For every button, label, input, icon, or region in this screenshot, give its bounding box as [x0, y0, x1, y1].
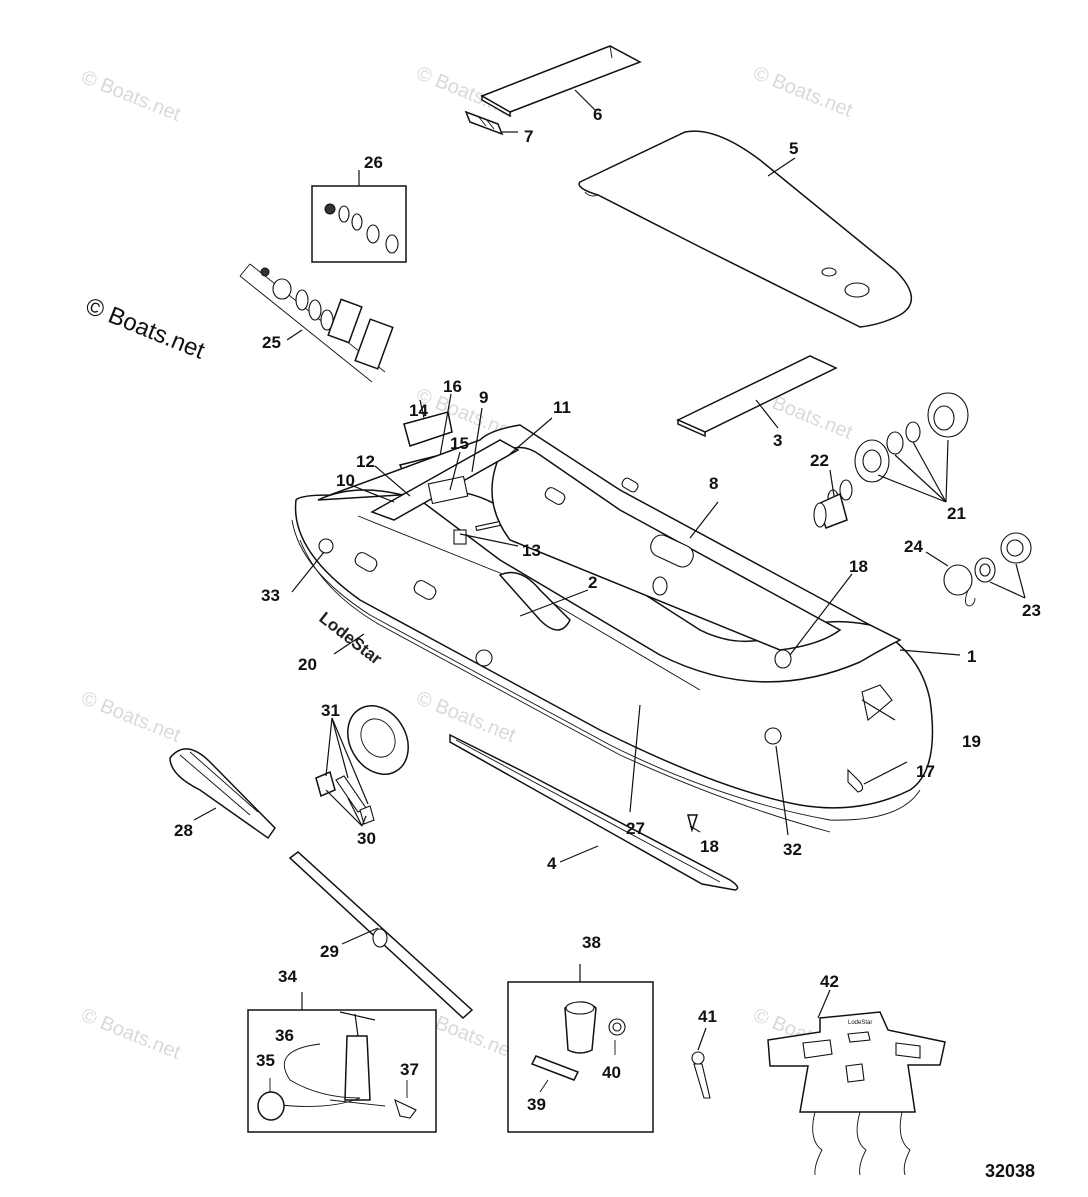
part-4-keel-strip — [449, 733, 739, 891]
callout-5: 5 — [789, 139, 798, 158]
part-29-oar-shaft — [288, 851, 474, 1020]
part-3-strip — [676, 355, 838, 438]
callout-21: 21 — [947, 504, 966, 523]
callout-32: 32 — [783, 840, 802, 859]
callout-35: 35 — [256, 1051, 275, 1070]
callout-37: 37 — [400, 1060, 419, 1079]
callout-14: 14 — [409, 401, 428, 420]
callout-29: 29 — [320, 942, 339, 961]
callout-6: 6 — [593, 105, 602, 124]
part-34-pump-kit — [247, 992, 437, 1133]
watermark: © Boats.net — [78, 1004, 184, 1064]
part-14-plate — [403, 399, 453, 447]
callout-labels: 1 2 3 4 5 6 7 8 9 10 11 12 13 14 15 16 1… — [174, 105, 1041, 1114]
callout-28: 28 — [174, 821, 193, 840]
callout-24: 24 — [904, 537, 923, 556]
part-22-valve-cap — [813, 492, 848, 529]
callout-17: 17 — [916, 762, 935, 781]
callout-42: 42 — [820, 972, 839, 991]
callout-40: 40 — [602, 1063, 621, 1082]
callout-19: 19 — [962, 732, 981, 751]
callout-1: 1 — [967, 647, 976, 666]
callout-9: 9 — [479, 388, 488, 407]
callout-12: 12 — [356, 452, 375, 471]
part-30-31-oarlock — [315, 705, 409, 825]
callout-33: 33 — [261, 586, 280, 605]
callout-10: 10 — [336, 471, 355, 490]
callout-2: 2 — [588, 573, 597, 592]
callout-39: 39 — [527, 1095, 546, 1114]
part-18-drain — [687, 814, 699, 833]
callout-15: 15 — [450, 434, 469, 453]
callout-20: 20 — [298, 655, 317, 674]
callout-30: 30 — [357, 829, 376, 848]
callout-26: 26 — [364, 153, 383, 172]
callout-27: 27 — [626, 819, 645, 838]
part-24-plug-cap — [943, 564, 976, 607]
callout-4: 4 — [547, 854, 557, 873]
part-26-valve-kit — [311, 170, 407, 263]
watermark: © Boats.net — [78, 66, 184, 126]
callout-36: 36 — [275, 1026, 294, 1045]
callout-23: 23 — [1022, 601, 1041, 620]
watermark: © Boats.net — [413, 687, 519, 747]
leader-lines — [193, 407, 1026, 945]
part-6-floor-plank — [480, 45, 642, 118]
watermark: © Boats.net — [78, 687, 184, 747]
callout-38: 38 — [582, 933, 601, 952]
part-25-valve-parts — [239, 263, 394, 383]
callout-13: 13 — [522, 541, 541, 560]
callout-16: 16 — [443, 377, 462, 396]
part-23-drain-plug — [974, 532, 1032, 583]
cover-brand-text: LodeStar — [848, 1020, 872, 1026]
watermark: © Boats.net — [750, 62, 856, 122]
callout-11: 11 — [553, 398, 571, 417]
callout-7: 7 — [524, 127, 533, 146]
callout-34: 34 — [278, 967, 297, 986]
part-38-repair-kit — [507, 964, 654, 1133]
callout-8: 8 — [709, 474, 718, 493]
callout-25: 25 — [262, 333, 281, 352]
callout-22: 22 — [810, 451, 829, 470]
callout-41: 41 — [698, 1007, 717, 1026]
callout-31: 31 — [321, 701, 340, 720]
copyright-text: © Boats.net — [82, 293, 209, 365]
part-5-floor — [578, 130, 912, 328]
part-28-oar-blade — [169, 748, 276, 840]
figure-number: 32038 — [985, 1161, 1035, 1181]
callout-3: 3 — [773, 431, 782, 450]
part-42-boat-cover: LodeStar — [767, 989, 946, 1176]
callout-18a: 18 — [849, 557, 868, 576]
callout-18b: 18 — [700, 837, 719, 856]
part-41-fitting — [691, 1027, 711, 1099]
part-7-clip — [464, 110, 518, 136]
